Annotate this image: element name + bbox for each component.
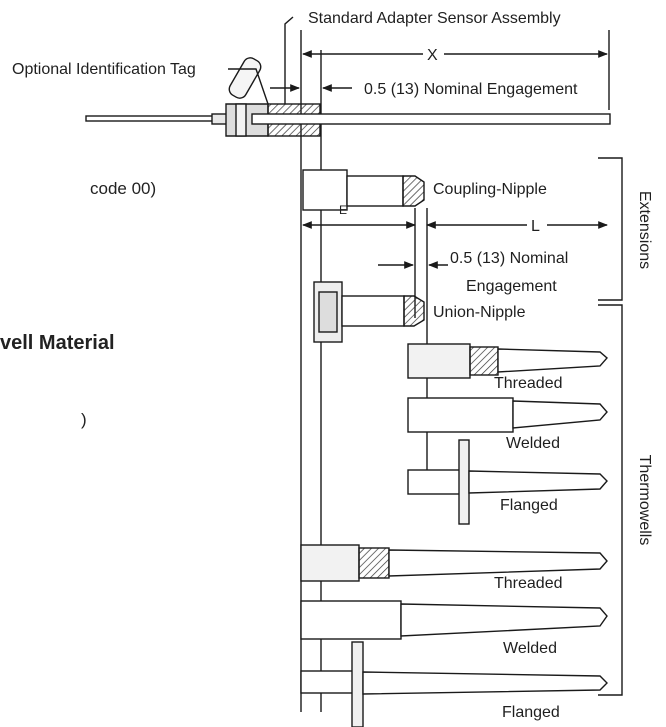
thermowell-hex xyxy=(300,544,360,582)
thermowell-flanged-stem xyxy=(362,671,608,695)
label-nominal-engagement-top: 0.5 (13) Nominal Engagement xyxy=(364,81,578,98)
coupling-body xyxy=(302,169,348,211)
left-text-paren-fragment: ) xyxy=(81,410,87,429)
thermowell-flanged-stem xyxy=(468,470,608,494)
sensor-probe-sheath xyxy=(251,113,611,125)
union-threaded-tip xyxy=(403,295,425,327)
thermowell-flanged-neck xyxy=(407,469,461,495)
thermowell-threads xyxy=(358,547,390,579)
thermowell-welded-stem xyxy=(400,603,608,637)
thermowell-welded-stem xyxy=(512,400,608,429)
label-thermowells: Thermowells xyxy=(636,455,653,546)
union-hex-face xyxy=(318,291,338,333)
nipple-threaded-tip xyxy=(402,175,425,207)
union-nipple-body xyxy=(341,295,405,327)
thermowell-flange xyxy=(458,439,470,525)
leader-optional-tag xyxy=(228,68,269,105)
label-standard-adapter: Standard Adapter Sensor Assembly xyxy=(308,10,561,27)
thermowell-threaded-upper xyxy=(407,343,608,379)
label-x-dimension: X xyxy=(427,47,438,64)
label-l-dimension: L xyxy=(531,218,540,235)
nipple-body xyxy=(346,175,404,207)
thermowell-flanged-upper xyxy=(407,439,608,525)
sensor-hex-face xyxy=(235,103,247,137)
label-coupling-nipple: Coupling-Nipple xyxy=(433,181,547,198)
thermowell-flanged-neck xyxy=(300,670,354,694)
union-nipple-part xyxy=(313,281,425,343)
label-threaded-lower: Threaded xyxy=(494,575,563,592)
thermowell-stem xyxy=(497,348,608,373)
thermowell-welded-body xyxy=(407,397,514,433)
label-threaded-upper: Threaded xyxy=(494,375,563,392)
thermowell-welded-body xyxy=(300,600,402,640)
label-flanged-upper: Flanged xyxy=(500,497,558,514)
thermowell-welded-lower xyxy=(300,600,608,640)
label-welded-lower: Welded xyxy=(503,640,557,657)
label-union-nipple: Union-Nipple xyxy=(433,304,526,321)
thermowell-threaded-lower xyxy=(300,544,608,582)
identification-tag xyxy=(228,57,262,99)
left-text-material-heading-fragment: vell Material xyxy=(0,332,115,354)
label-nominal-engagement-mid-1: 0.5 (13) Nominal xyxy=(450,250,568,267)
thermowell-welded-upper xyxy=(407,397,608,433)
extensions-bracket xyxy=(598,157,623,301)
sensor-lead-wire xyxy=(85,115,215,122)
coupling-nipple-part xyxy=(302,169,425,211)
label-extensions: Extensions xyxy=(636,191,653,269)
leader-standard-adapter xyxy=(284,16,294,104)
thermowell-flanged-lower xyxy=(300,641,608,727)
label-flanged-lower: Flanged xyxy=(502,704,560,721)
thermowell-stem xyxy=(388,549,608,577)
label-optional-tag: Optional Identification Tag xyxy=(12,61,196,78)
thermowell-threads xyxy=(469,346,499,376)
label-e-dimension: E xyxy=(339,203,347,217)
thermowells-bracket xyxy=(598,304,623,696)
label-nominal-engagement-mid-2: Engagement xyxy=(466,278,557,295)
top-sensor-assembly xyxy=(85,57,611,137)
left-text-code-fragment: code 00) xyxy=(90,179,157,198)
thermowell-hex xyxy=(407,343,471,379)
thermowell-flange xyxy=(351,641,364,727)
label-welded-upper: Welded xyxy=(506,435,560,452)
